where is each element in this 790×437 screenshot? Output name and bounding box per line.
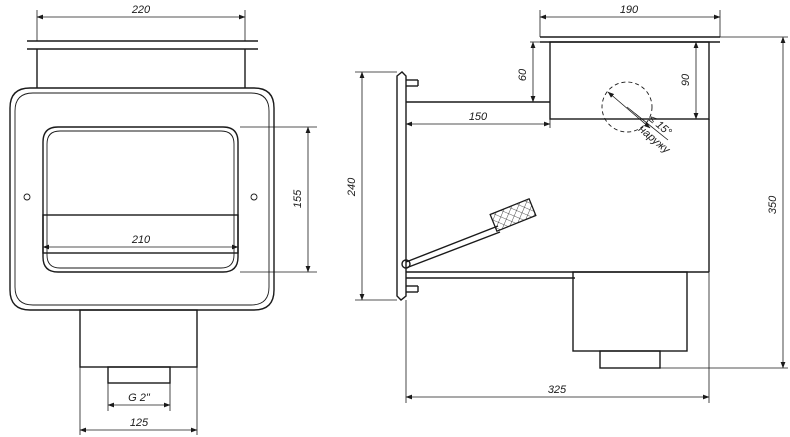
dim-190: 190 xyxy=(539,4,721,37)
dim-210: 210 xyxy=(42,234,239,250)
side-view: 190 60 90 ≤ 15° наружу xyxy=(346,4,788,403)
screw-hole-left xyxy=(23,193,31,201)
dim-350: 350 xyxy=(660,36,788,369)
front-opening-inner xyxy=(46,130,235,269)
dim-90: 90 xyxy=(680,41,699,120)
front-view: 220 210 155 xyxy=(9,4,317,435)
front-body-inner-outline xyxy=(14,92,270,306)
front-body-outline xyxy=(9,87,275,311)
front-bottom-housing xyxy=(79,309,198,368)
dim-190-label: 190 xyxy=(620,4,639,16)
front-opening xyxy=(42,126,239,273)
dim-350-label: 350 xyxy=(767,195,779,214)
dim-325-label: 325 xyxy=(548,384,567,396)
side-top-pipe xyxy=(540,36,720,120)
dim-220-label: 220 xyxy=(131,4,151,16)
dim-150-label: 150 xyxy=(469,111,488,123)
dim-155: 155 xyxy=(240,126,317,273)
dim-220: 220 xyxy=(36,4,246,41)
dim-125: 125 xyxy=(79,367,198,435)
side-weir-flap xyxy=(401,197,537,269)
screw-hole-right xyxy=(250,193,258,201)
front-outlet-pipe xyxy=(107,366,171,384)
dim-150: 150 xyxy=(405,111,551,128)
dim-thread-label: G 2" xyxy=(128,392,151,404)
dim-240: 240 xyxy=(346,71,397,301)
dim-60: 60 xyxy=(517,41,550,103)
dim-210-label: 210 xyxy=(131,234,151,246)
dim-155-label: 155 xyxy=(292,189,304,208)
dim-125-label: 125 xyxy=(130,417,149,429)
dim-90-label: 90 xyxy=(680,73,692,86)
front-top-flange xyxy=(27,40,258,88)
side-flange xyxy=(396,71,419,301)
dim-240-label: 240 xyxy=(346,177,358,197)
dim-thread: G 2" xyxy=(107,383,171,411)
weir-flap xyxy=(42,214,239,254)
dim-60-label: 60 xyxy=(517,68,529,81)
side-bottom-housing xyxy=(572,271,688,352)
dim-325: 325 xyxy=(405,272,710,403)
side-bottom-outlet xyxy=(599,350,661,369)
